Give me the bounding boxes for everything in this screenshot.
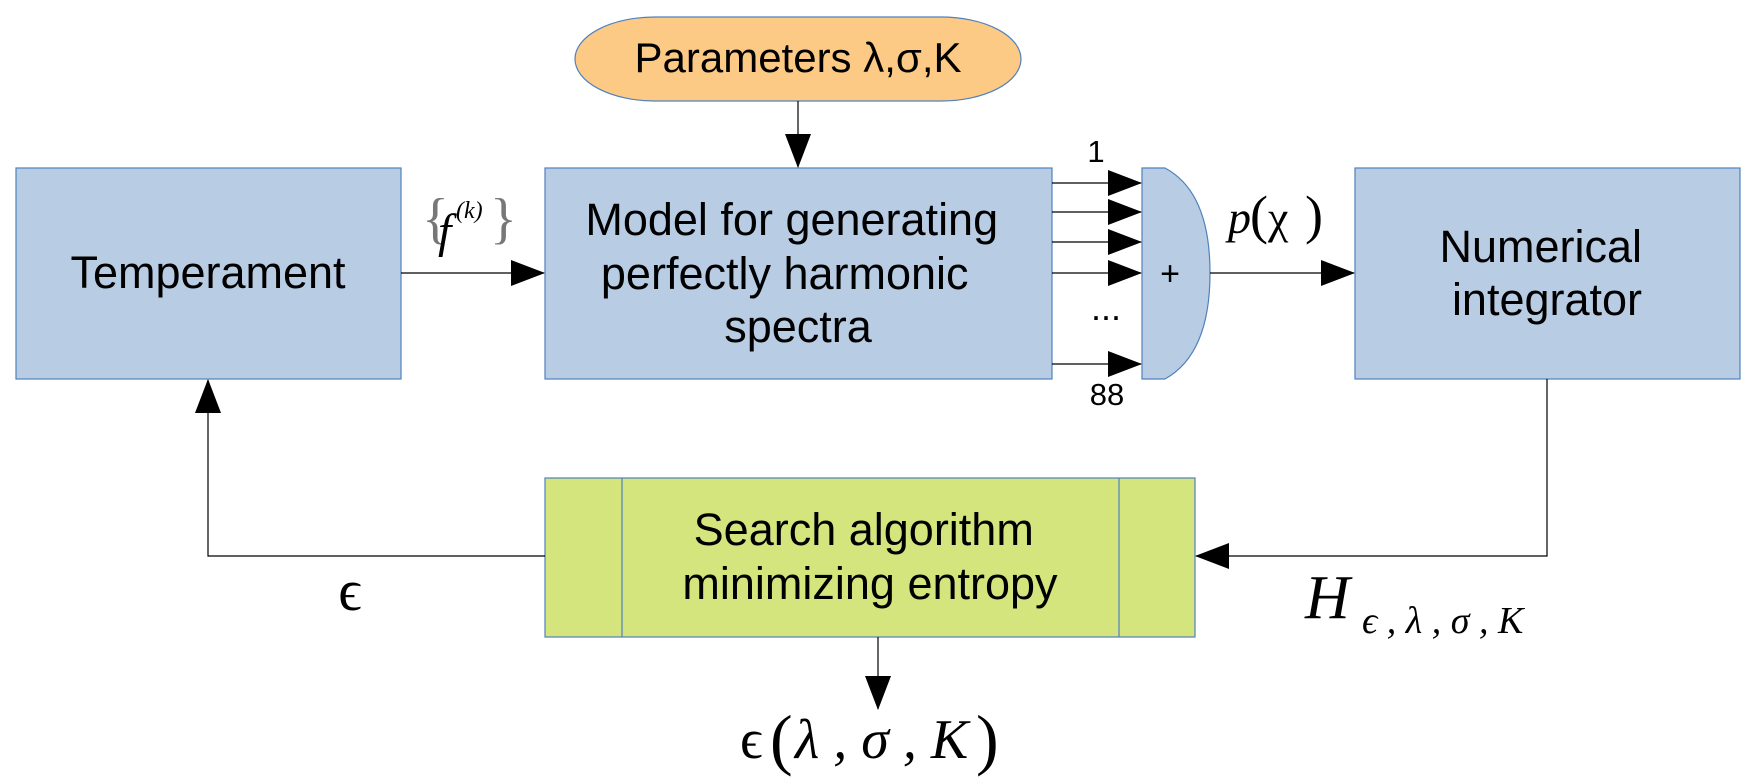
- f-left-brace: {: [422, 188, 449, 250]
- spectra-model-line-2: perfectly harmonic: [601, 248, 969, 299]
- output-close-paren: ): [976, 701, 999, 777]
- channel-last-label: 88: [1090, 377, 1124, 412]
- search-line-2: minimizing entropy: [682, 558, 1058, 609]
- temperament-node: Temperament: [15, 167, 402, 380]
- output-label: ϵ ( λ , σ , K ): [740, 701, 999, 777]
- integrator-node: Numerical integrator: [1354, 167, 1741, 380]
- f-symbol: f: [438, 205, 457, 258]
- spectra-model-line-3: spectra: [724, 301, 873, 352]
- entropy-subscript: ϵ , λ , σ , K: [1362, 600, 1525, 642]
- output-arguments: λ , σ , K: [793, 709, 971, 771]
- output-epsilon: ϵ: [740, 709, 763, 771]
- summer-label: +: [1160, 255, 1180, 293]
- p-open-paren: (: [1250, 185, 1268, 245]
- integrator-label: Numerical integrator: [1439, 221, 1654, 325]
- entropy-label: H ϵ , λ , σ , K: [1304, 564, 1525, 642]
- channel-ellipsis: ...: [1091, 287, 1121, 328]
- summer-node: +: [1141, 167, 1211, 380]
- f-right-brace: }: [490, 188, 517, 250]
- arrow-integrator-to-search: [1195, 379, 1548, 569]
- channel-first-label: 1: [1087, 134, 1104, 169]
- entropy-symbol: H: [1304, 564, 1353, 632]
- search-node: Search algorithm minimizing entropy: [544, 477, 1196, 638]
- p-argument: χ: [1267, 192, 1289, 243]
- f-superscript: (k): [456, 198, 483, 224]
- epsilon-feedback-label: ϵ: [338, 558, 361, 623]
- p-close-paren: ): [1305, 185, 1323, 245]
- p-chi-label: p ( χ ): [1225, 185, 1323, 245]
- search-line-1: Search algorithm: [694, 504, 1034, 555]
- spectra-model-line-1: Model for generating: [585, 194, 998, 245]
- integrator-line-1: Numerical: [1439, 221, 1642, 272]
- arrow-search-to-temperament: [195, 379, 545, 557]
- integrator-line-2: integrator: [1452, 274, 1642, 325]
- spectra-model-node: Model for generating perfectly harmonic …: [544, 167, 1053, 380]
- connectors: [195, 101, 1548, 710]
- parameters-label: Parameters λ,σ,K: [634, 34, 961, 81]
- parameters-node: Parameters λ,σ,K: [574, 16, 1022, 102]
- output-open-paren: (: [770, 701, 793, 777]
- spectra-model-label: Model for generating perfectly harmonic …: [585, 194, 1010, 352]
- p-symbol: p: [1225, 192, 1251, 243]
- search-label: Search algorithm minimizing entropy: [682, 504, 1058, 609]
- f-k-label: { f (k) }: [422, 188, 517, 258]
- temperament-label: Temperament: [70, 247, 346, 298]
